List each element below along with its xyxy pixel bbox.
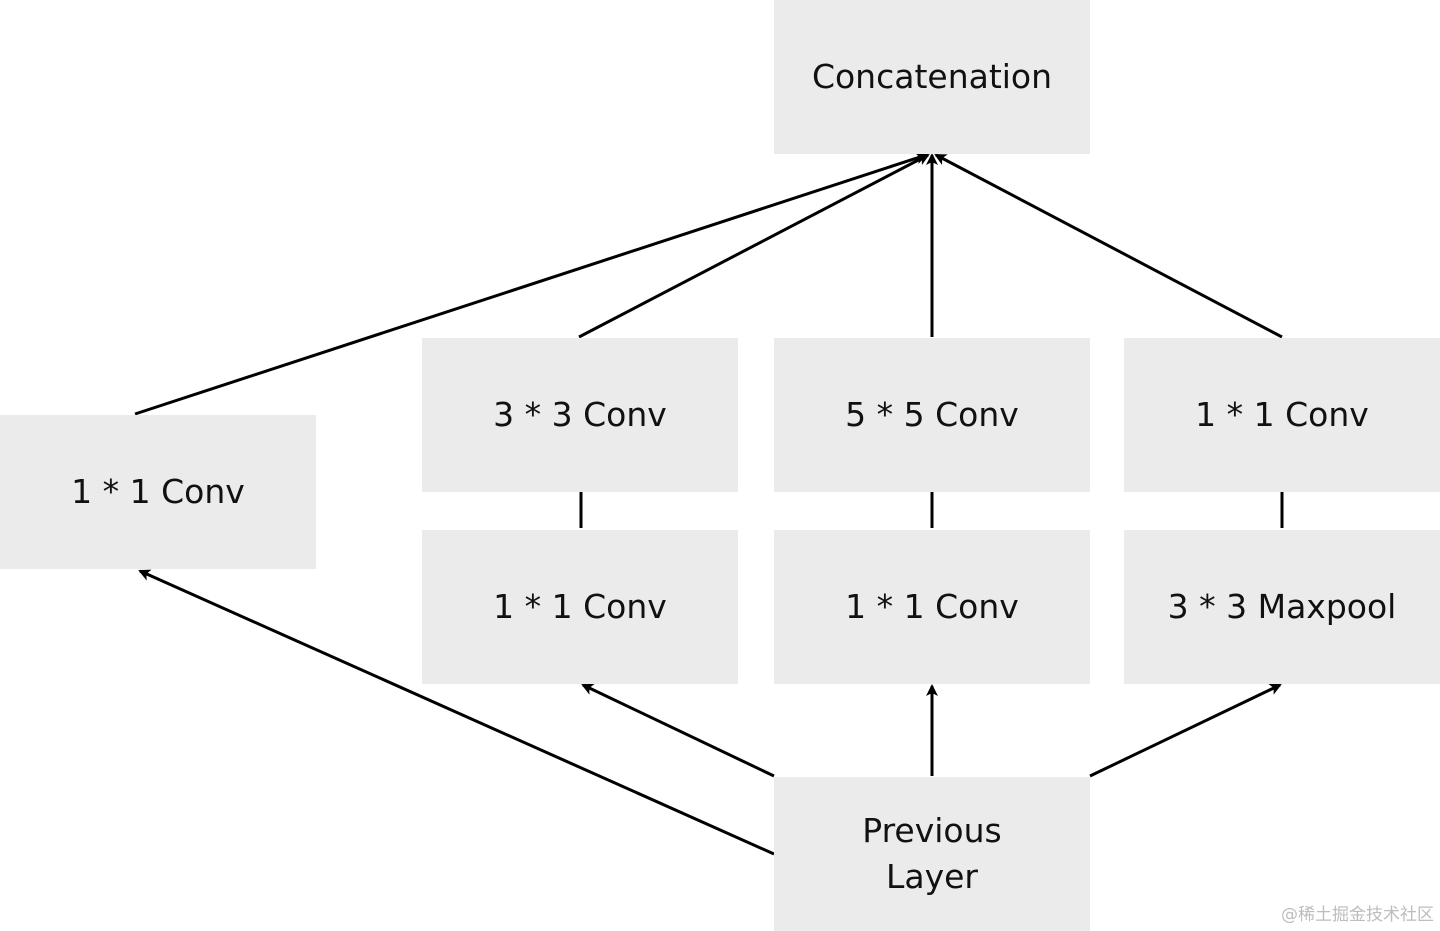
branch2-conv3x3-node: 3 * 3 Conv (422, 338, 738, 492)
previous-layer-label-line2: Layer (885, 857, 978, 896)
arrow-b4-conv1x1-to-concat (934, 153, 1283, 339)
branch2-conv3x3-label: 3 * 3 Conv (493, 395, 667, 434)
branch4-maxpool-label: 3 * 3 Maxpool (1167, 587, 1397, 626)
branch1-conv1x1-node: 1 * 1 Conv (0, 415, 316, 569)
arrow-b2-conv3x3-to-concat (578, 153, 930, 339)
branch3-reduce1x1-label: 1 * 1 Conv (845, 587, 1019, 626)
branch2-reduce1x1-node: 1 * 1 Conv (422, 530, 738, 684)
previous-layer-node: Previous Layer (774, 777, 1090, 931)
branch3-reduce1x1-node: 1 * 1 Conv (774, 530, 1090, 684)
arrow-prev-layer-to-b4-maxpool (1089, 683, 1282, 778)
concatenation-node: Concatenation (774, 0, 1090, 154)
concatenation-label: Concatenation (811, 57, 1053, 96)
branch3-conv5x5-node: 5 * 5 Conv (774, 338, 1090, 492)
arrow-b1-conv1x1-to-concat (134, 152, 928, 416)
branch4-conv1x1-label: 1 * 1 Conv (1195, 395, 1369, 434)
branch2-reduce1x1-label: 1 * 1 Conv (493, 587, 667, 626)
watermark-text: @稀土掘金技术社区 (1281, 905, 1434, 925)
branch4-conv1x1-node: 1 * 1 Conv (1124, 338, 1440, 492)
arrow-prev-layer-to-b2-reduce1x1 (581, 683, 775, 778)
previous-layer-label-line1: Previous (862, 811, 1002, 850)
arrow-prev-layer-to-b1-conv1x1 (138, 569, 775, 856)
branch4-maxpool-node: 3 * 3 Maxpool (1124, 530, 1440, 684)
branch1-conv1x1-label: 1 * 1 Conv (71, 472, 245, 511)
branch3-conv5x5-label: 5 * 5 Conv (845, 395, 1019, 434)
